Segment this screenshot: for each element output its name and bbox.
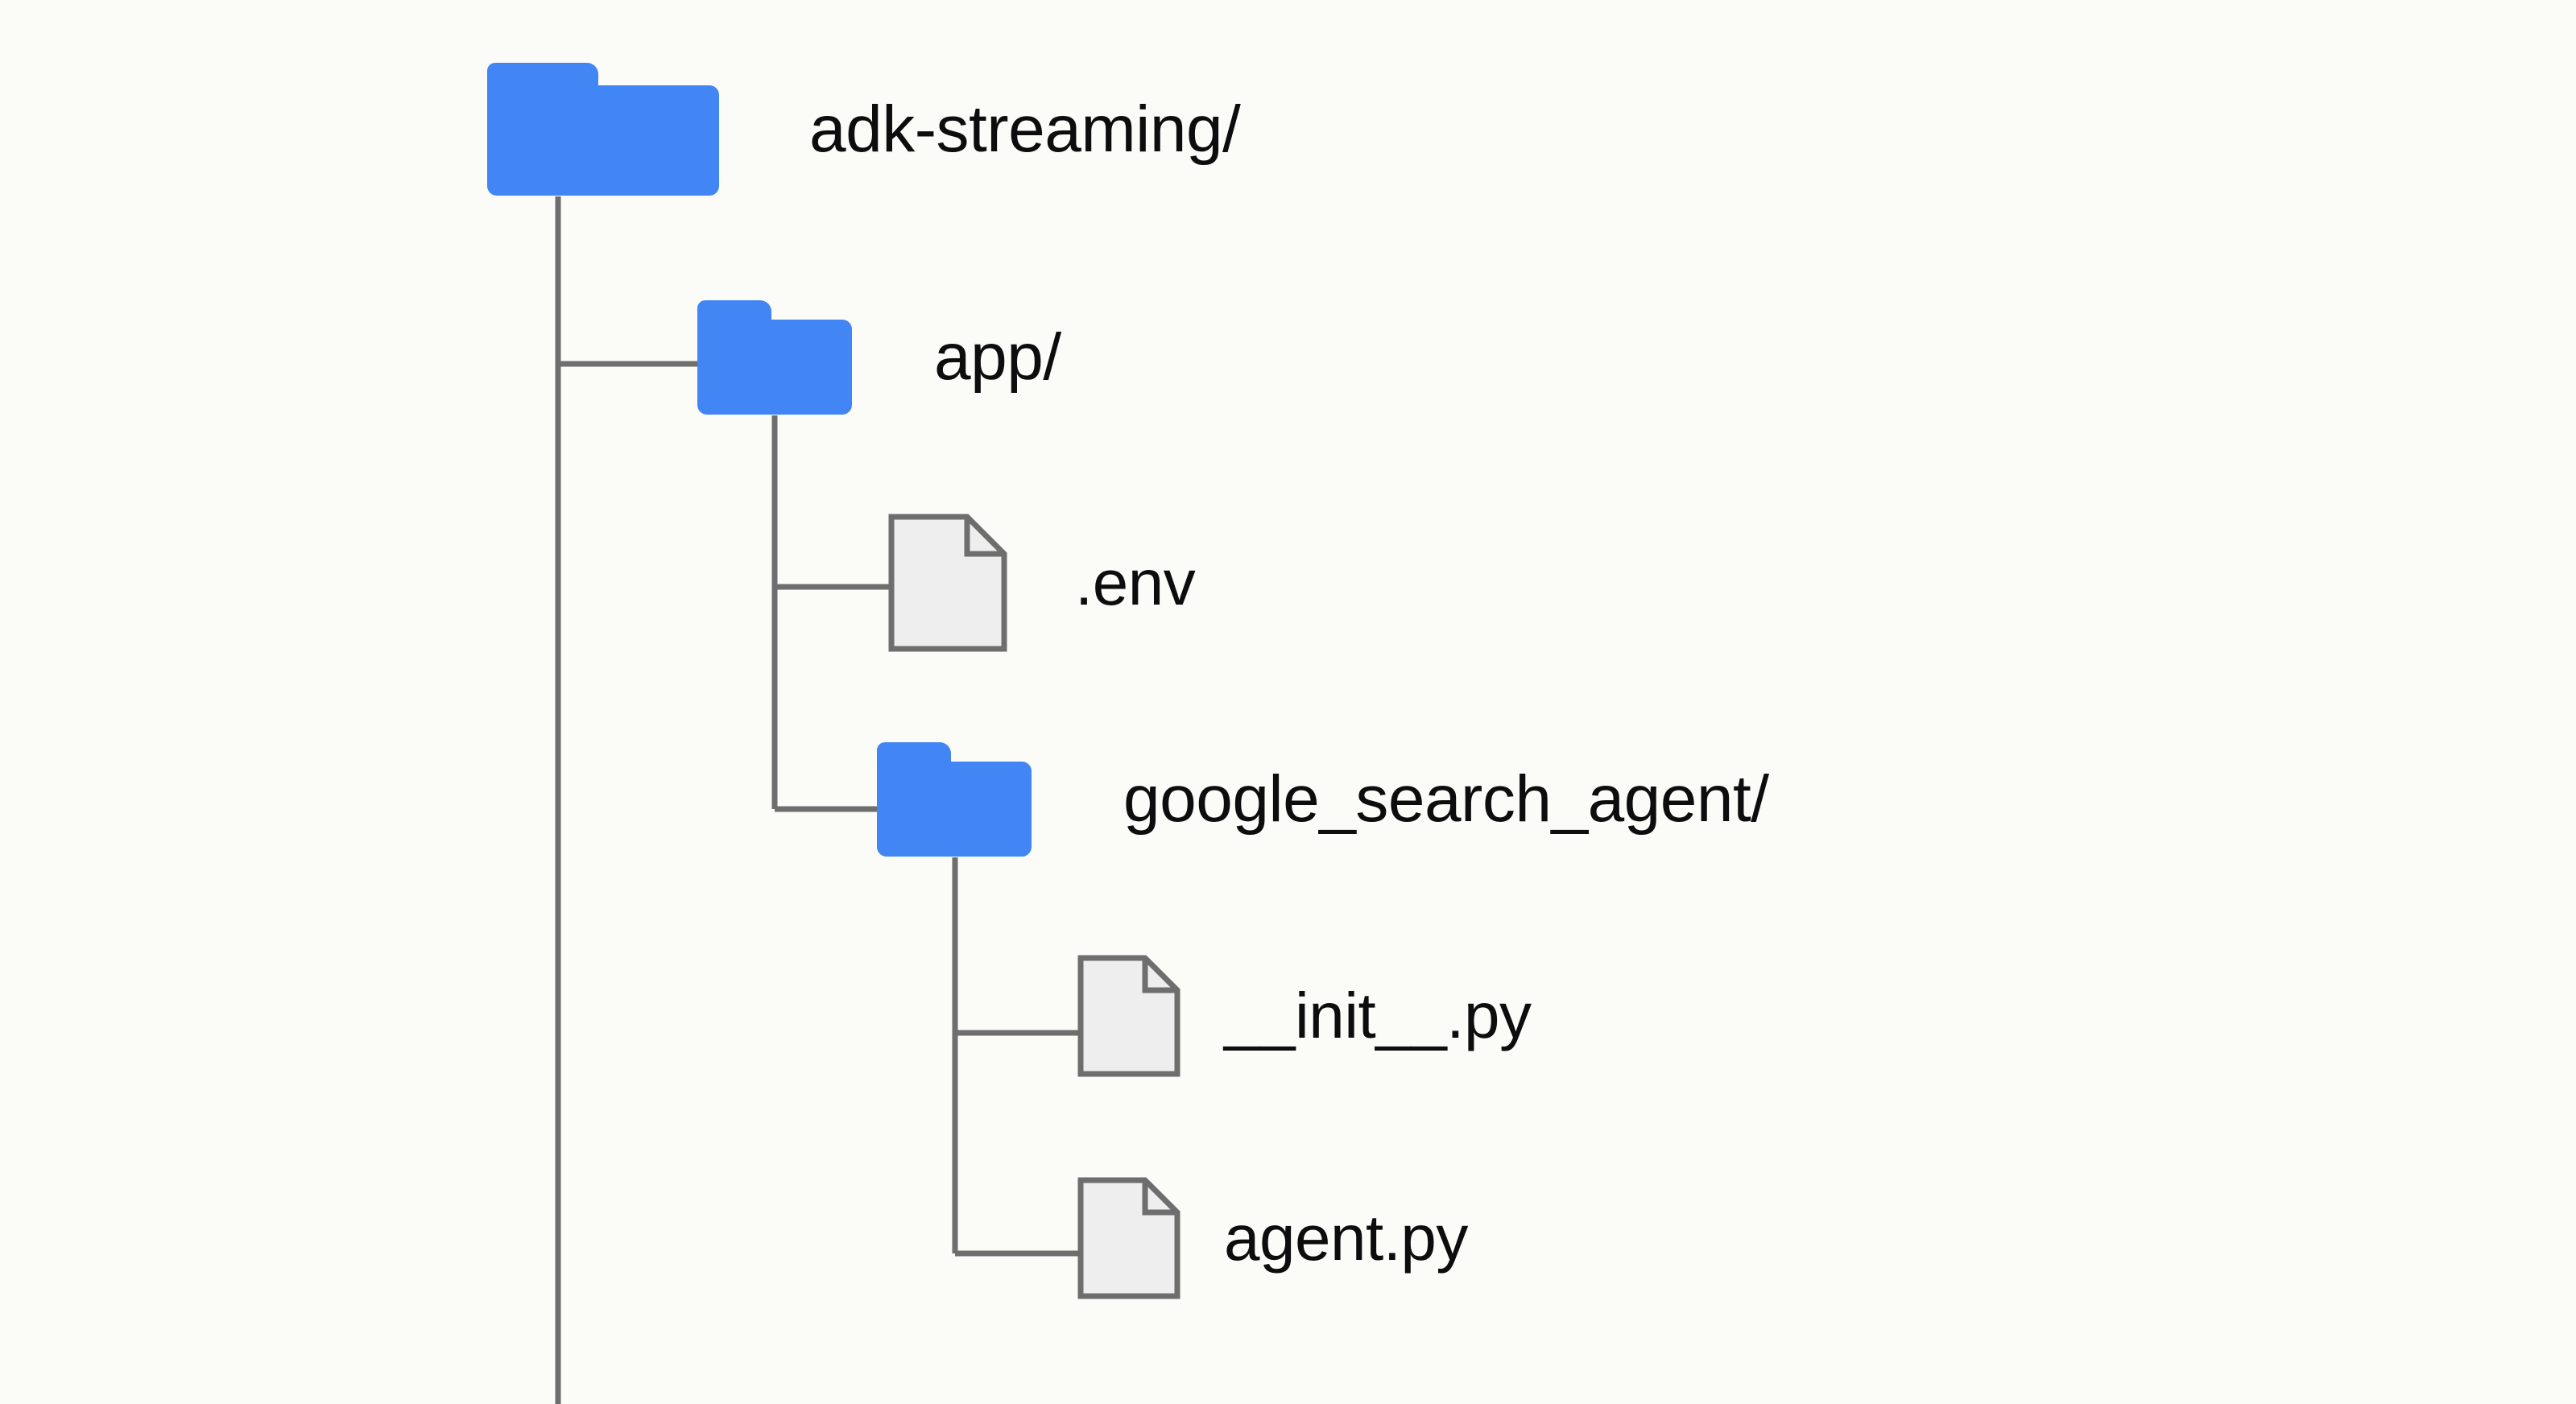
tree-node-env[interactable]: .env: [888, 514, 1196, 652]
tree-node-google-search-agent[interactable]: google_search_agent/: [877, 742, 1769, 857]
file-icon: [1077, 1177, 1180, 1299]
tree-node-agent-py[interactable]: agent.py: [1077, 1177, 1468, 1299]
tree-node-label-agent-py: agent.py: [1224, 1202, 1468, 1274]
folder-icon: [697, 300, 852, 415]
tree-node-label-google-search-agent: google_search_agent/: [1123, 762, 1769, 836]
tree-node-label-env: .env: [1075, 547, 1196, 618]
folder-icon: [487, 63, 719, 196]
file-icon: [888, 514, 1007, 652]
tree-node-label-app: app/: [934, 320, 1061, 394]
folder-icon: [877, 742, 1032, 857]
file-icon: [1077, 955, 1180, 1077]
tree-node-app[interactable]: app/: [697, 300, 1061, 415]
tree-node-label-init-py: __init__.py: [1224, 980, 1532, 1051]
tree-node-init-py[interactable]: __init__.py: [1077, 955, 1532, 1077]
tree-node-root[interactable]: adk-streaming/: [487, 63, 1241, 196]
tree-node-label-root: adk-streaming/: [809, 92, 1241, 166]
